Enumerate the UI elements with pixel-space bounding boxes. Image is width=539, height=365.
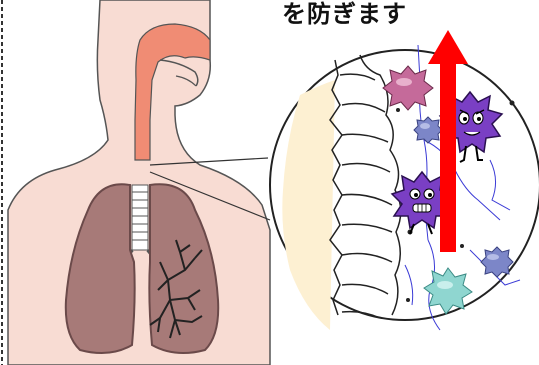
blue-round-germ-icon [414,117,442,143]
blue-round-germ-icon-2 [481,247,513,277]
pink-spiky-germ-icon [383,66,433,110]
caption-text: を防ぎます [282,0,407,29]
